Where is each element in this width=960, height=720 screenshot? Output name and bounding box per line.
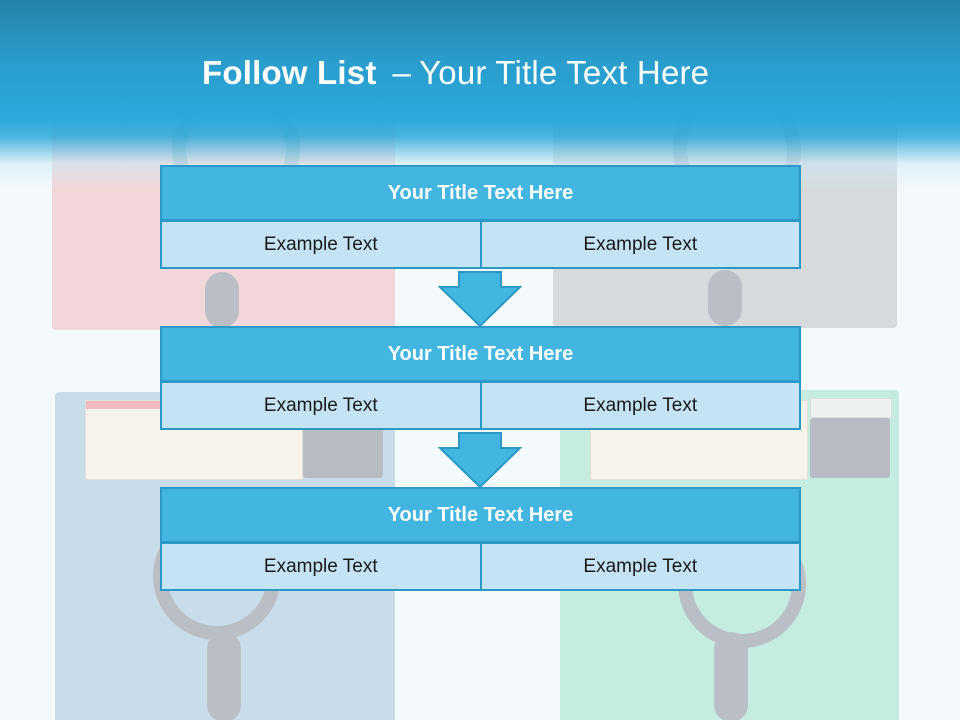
page-title: Follow List–Your Title Text Here bbox=[202, 54, 709, 92]
step-title: Your Title Text Here bbox=[160, 326, 801, 382]
page-title-rest: Your Title Text Here bbox=[419, 54, 710, 91]
step-cell-left: Example Text bbox=[160, 542, 482, 591]
step-row: Example Text Example Text bbox=[160, 381, 801, 430]
page-title-bold: Follow List bbox=[202, 54, 377, 91]
disk-slot bbox=[708, 270, 742, 326]
step-cell-right: Example Text bbox=[479, 542, 801, 591]
follow-step-1: Your Title Text Here Example Text Exampl… bbox=[160, 165, 801, 269]
disk-slot bbox=[205, 272, 239, 328]
header-band: Follow List–Your Title Text Here bbox=[0, 0, 960, 190]
down-arrow-icon bbox=[438, 432, 522, 488]
disk-slot bbox=[714, 632, 748, 720]
step-row: Example Text Example Text bbox=[160, 542, 801, 591]
step-row: Example Text Example Text bbox=[160, 220, 801, 269]
page-title-separator: – bbox=[392, 54, 412, 91]
step-cell-left: Example Text bbox=[160, 220, 482, 269]
disk-tag bbox=[810, 398, 892, 418]
down-arrow-icon bbox=[438, 271, 522, 327]
disk-window bbox=[810, 418, 890, 478]
follow-step-2: Your Title Text Here Example Text Exampl… bbox=[160, 326, 801, 430]
step-cell-right: Example Text bbox=[479, 220, 801, 269]
follow-step-3: Your Title Text Here Example Text Exampl… bbox=[160, 487, 801, 591]
step-title: Your Title Text Here bbox=[160, 165, 801, 221]
disk-slot bbox=[207, 632, 241, 720]
step-title: Your Title Text Here bbox=[160, 487, 801, 543]
step-cell-left: Example Text bbox=[160, 381, 482, 430]
step-cell-right: Example Text bbox=[479, 381, 801, 430]
